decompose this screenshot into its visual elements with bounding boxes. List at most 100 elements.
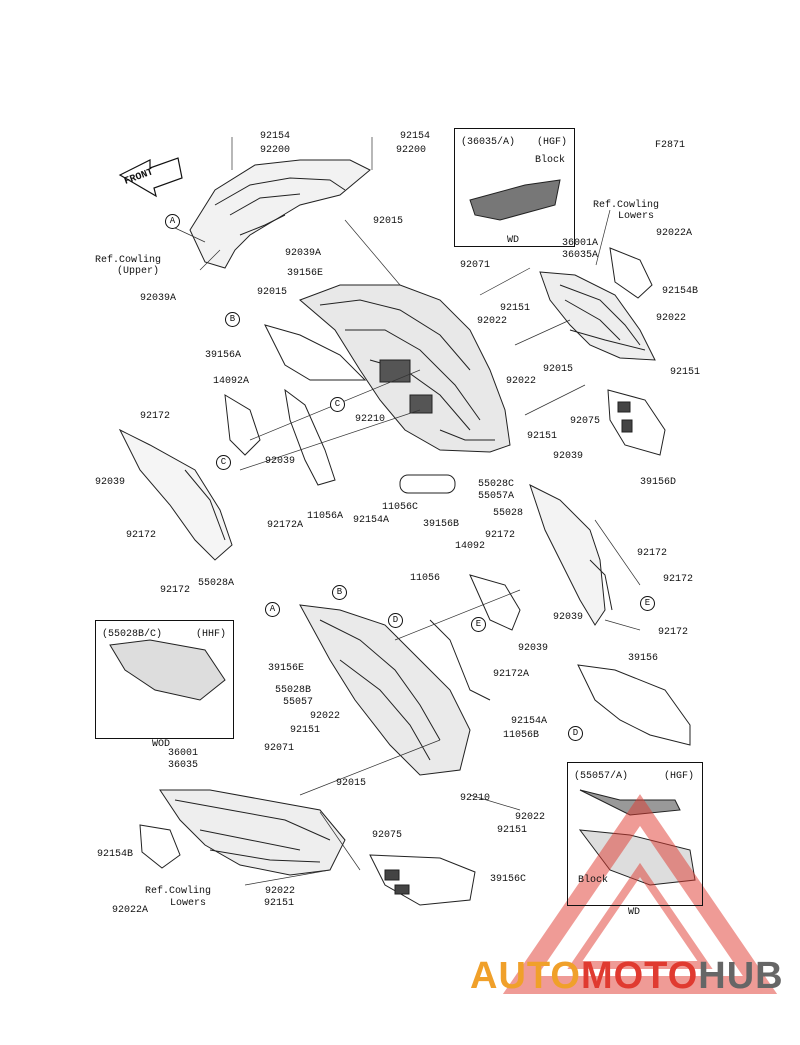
front-arrow-icon [118,157,183,198]
label-39156b: 39156B [423,519,460,530]
label-39156: 39156 [628,653,659,664]
label-55028a: 55028A [198,578,235,589]
callout-b-low: B [332,585,347,600]
callout-a-top: A [165,214,180,229]
label-92151-mid: 92151 [527,431,558,442]
label-92039-far-left: 92039 [95,477,126,488]
label-55028: 55028 [493,508,524,519]
label-55028b: 55028B [275,685,312,696]
panel-39156 [577,664,691,746]
label-11056b: 11056B [503,730,540,741]
label-92151-bottom: 92151 [264,898,295,909]
label-92022-mid: 92022 [506,376,537,387]
label-ref-cowling-upper-2: (Upper) [117,266,160,277]
label-92172-d: 92172 [485,530,516,541]
callout-e-left: E [471,617,486,632]
label-92039-f: 92039 [518,643,549,654]
label-14092: 14092 [455,541,486,552]
logo-moto: MOTO [580,955,699,997]
label-55028c: 55028C [478,479,515,490]
inset-bottom-code: (55057/A) [574,771,629,782]
label-92172-f: 92172 [663,574,694,585]
label-92151-low2: 92151 [497,825,528,836]
panel-39156d [607,389,666,456]
watermark-triangle-icon [502,794,778,994]
label-92022-right: 92022 [656,313,687,324]
label-92022-top: 92022 [477,316,508,327]
label-55057: 55057 [283,697,314,708]
callout-c-left: C [216,455,231,470]
callout-d-right: D [568,726,583,741]
inset-bottom-block: Block [578,875,609,886]
right-panel-55028 [469,484,613,631]
label-92039-e: 92039 [553,612,584,623]
inset-top-model: WD [507,235,520,246]
inset-left-variant: (HHF) [196,629,227,640]
label-92154b-low: 92154B [97,849,134,860]
label-92210-top: 92210 [355,414,386,425]
inset-55057a: (55057/A) (HGF) Block WD [567,762,703,918]
label-92022a-top: 92022A [656,228,693,239]
label-92151-low: 92151 [290,725,321,736]
label-36035: 36035 [168,760,199,771]
lower-inner-cowl-55028b [299,604,491,776]
label-ref-cowling-upper-1: Ref.Cowling [95,255,162,266]
label-92039-right: 92039 [553,451,584,462]
label-92022-bottom: 92022 [265,886,296,897]
label-ref-cowling-lowers-low-2: Lowers [170,898,207,909]
side-cowl-36001a [539,271,656,361]
label-92015-right: 92015 [543,364,574,375]
logo-hub: HUB [698,955,784,997]
label-92172a-mid: 92172A [267,520,304,531]
label-ref-cowling-lowers-low-1: Ref.Cowling [145,886,212,897]
lower-side-cowl-36001 [159,789,346,876]
label-92022a-low: 92022A [112,905,149,916]
panel-39156a [264,324,367,381]
label-92039a-top: 92039A [285,248,322,259]
label-92200-tm: 92200 [396,145,427,156]
label-92172-a: 92172 [140,411,171,422]
label-92022-low: 92022 [310,711,341,722]
panel-39156c [369,854,476,906]
inset-left-code: (55028B/C) [102,629,163,640]
callout-a-low: A [265,602,280,617]
label-11056a: 11056A [307,511,344,522]
inner-cowl-assembly [299,284,511,453]
pad-39156b [399,474,456,494]
label-92022-low2: 92022 [515,812,546,823]
label-36035a: 36035A [562,250,599,261]
label-92200-tl: 92200 [260,145,291,156]
inset-top-variant: (HGF) [537,137,568,148]
label-92151-top: 92151 [500,303,531,314]
inset-55028bc: (55028B/C) (HHF) WOD [95,620,234,750]
label-92172-g: 92172 [658,627,689,638]
label-92154a-low: 92154A [511,716,548,727]
label-ref-cowling-lowers-top-2: Lowers [618,211,655,222]
label-92172-e: 92172 [637,548,668,559]
callout-d-mid: D [388,613,403,628]
callout-b-top: B [225,312,240,327]
label-39156a: 39156A [205,350,242,361]
upper-cowling-part [189,159,371,269]
label-11056c: 11056C [382,502,419,513]
logo-auto: AUTO [470,955,581,997]
label-39156e-top: 39156E [287,268,324,279]
figure-code: F2871 [655,140,686,151]
label-92039a-left: 92039A [140,293,177,304]
label-11056: 11056 [410,573,441,584]
inset-top-code: (36035/A) [461,137,516,148]
label-92151-right: 92151 [670,367,701,378]
label-92154a-mid: 92154A [353,515,390,526]
label-92075-top: 92075 [570,416,601,427]
callout-c-right: C [330,397,345,412]
label-92075-low: 92075 [372,830,403,841]
label-92071-top: 92071 [460,260,491,271]
inset-bottom-variant: (HGF) [664,771,695,782]
label-39156d: 39156D [640,477,677,488]
label-92071-low: 92071 [264,743,295,754]
label-92172-b: 92172 [126,530,157,541]
label-92172a-low: 92172A [493,669,530,680]
automotohub-logo: AUTOMOTOHUB [470,955,795,1005]
label-14092a: 14092A [213,376,250,387]
